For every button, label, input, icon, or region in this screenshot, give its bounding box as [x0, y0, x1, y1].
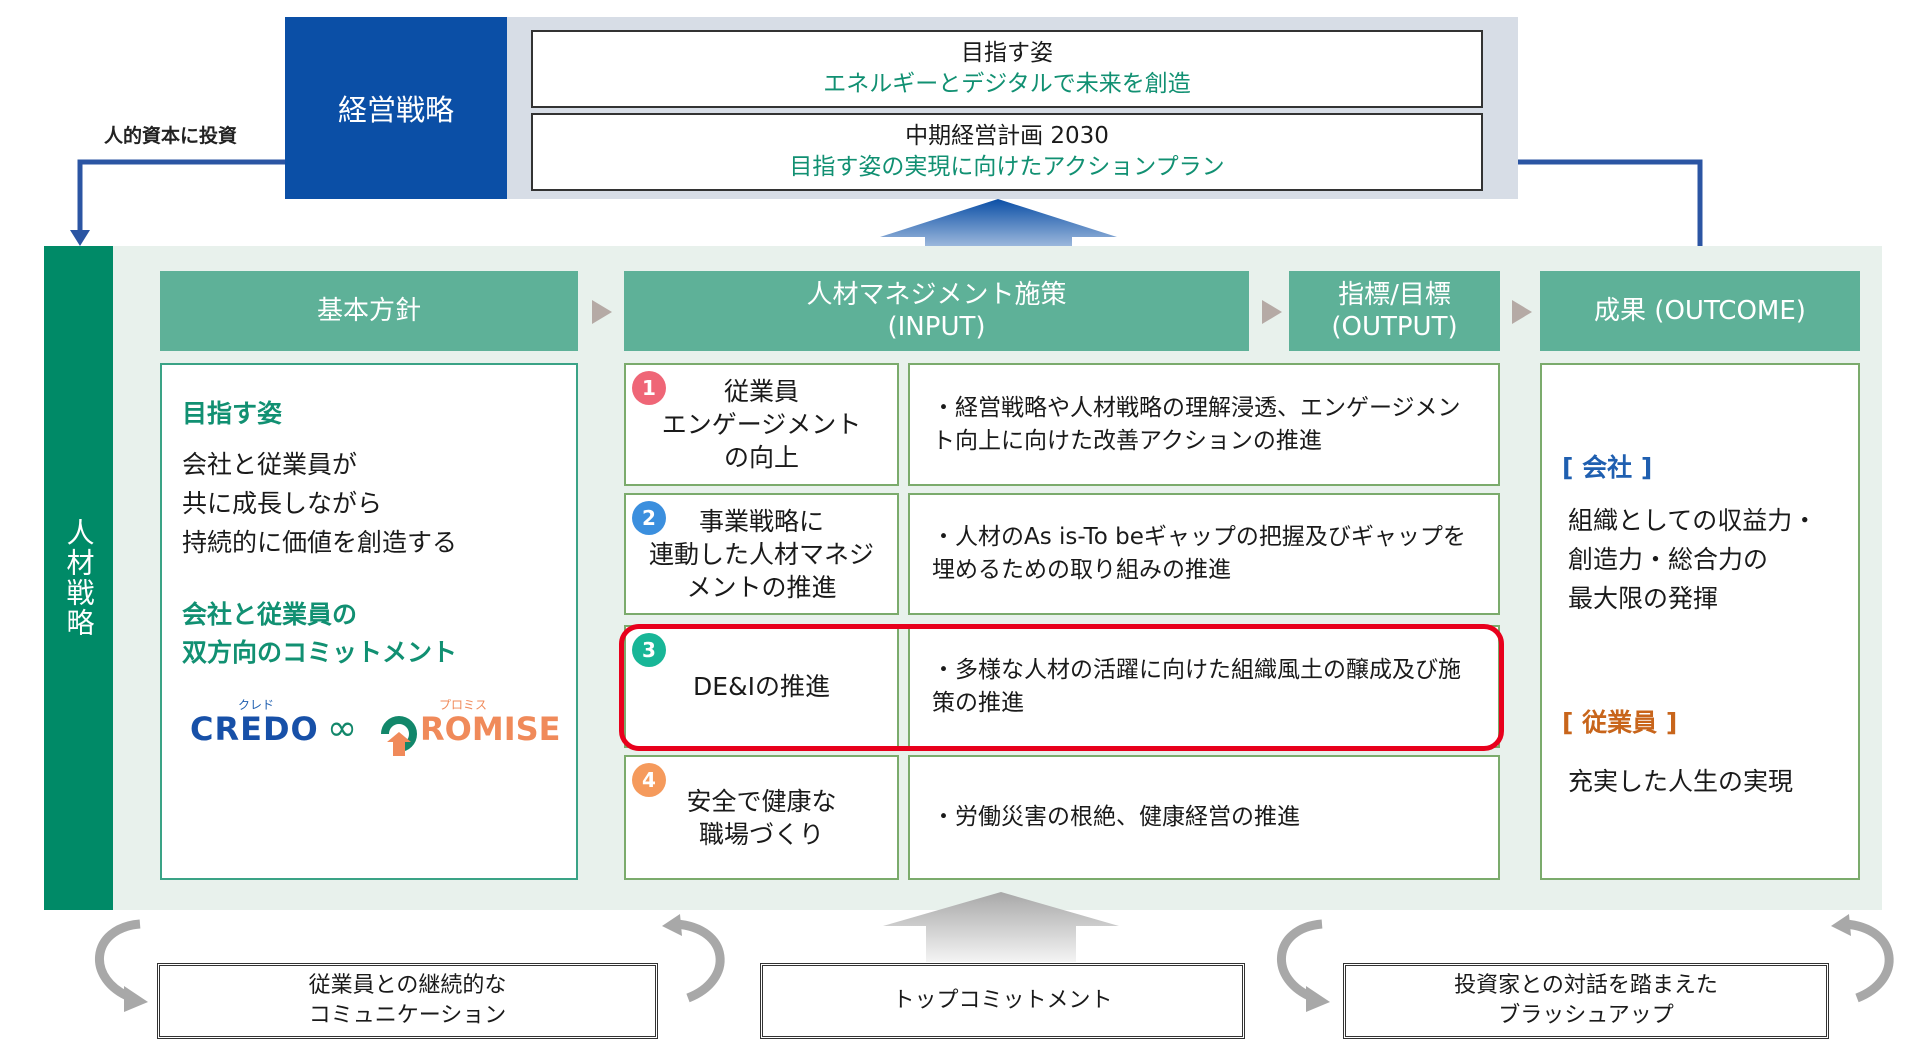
outcome-company-line: 組織としての収益力・: [1568, 506, 1818, 535]
investor-dialogue-box: 投資家との対話を踏まえた ブラッシュアップ: [1343, 963, 1829, 1039]
outcome-employee-label: [ 従業員 ]: [1562, 708, 1678, 737]
measure-text: メントの推進: [686, 572, 837, 602]
header-policy: 基本方針: [160, 271, 578, 351]
outcome-company-label: [ 会社 ]: [1562, 453, 1653, 482]
promise-p-icon: [381, 716, 417, 756]
measure-text: 従業員: [723, 377, 799, 406]
highlight-dei-row: [619, 624, 1504, 751]
arrow-right-icon: [1262, 300, 1282, 324]
vision-text: エネルギーとデジタルで未来を創造: [823, 71, 1191, 97]
cycle-arrow-icon: [1276, 919, 1323, 1003]
policy-box: 目指す姿 会社と従業員が 共に成長しながら 持続的に価値を創造する 会社と従業員…: [160, 363, 578, 880]
communication-text: 従業員との継続的な: [308, 973, 507, 998]
cycle-arrowhead-icon: [124, 986, 148, 1012]
policy-line: 共に成長しながら: [182, 489, 383, 518]
output-text: ・経営戦略や人材戦略の理解浸透、エンゲージメント向上に向けた改善アクションの推進: [932, 394, 1461, 454]
measure-output-4: ・労働災害の根絶、健康経営の推進: [908, 755, 1500, 880]
cycle-arrow-icon: [675, 919, 725, 1003]
measure-input-2: 2 事業戦略に 連動した人材マネジ メントの推進: [624, 493, 899, 615]
top-commitment-text: トップコミットメント: [892, 988, 1113, 1013]
header-policy-label: 基本方針: [316, 296, 421, 326]
cycle-arrowhead-icon: [1831, 914, 1851, 936]
header-outcome-label: 成果 (OUTCOME): [1594, 296, 1806, 326]
output-text: ・人材のAs is-To beギャップの把握及びギャップを埋めるための取り組みの…: [932, 524, 1466, 583]
arrow-right-icon: [592, 300, 612, 324]
invest-label: 人的資本に投資: [104, 125, 238, 147]
number-badge: 4: [632, 763, 666, 797]
top-commitment-up-arrow: [883, 892, 1119, 962]
measure-text: DE&Iの推進: [693, 672, 830, 701]
header-output: 指標/目標 (OUTPUT): [1289, 271, 1500, 351]
outcome-employee-text: 充実した人生の実現: [1568, 767, 1794, 796]
outcome-company-line: 最大限の発揮: [1568, 584, 1719, 613]
bottom-arrows: [94, 892, 1894, 1012]
policy-line: 持続的に価値を創造する: [182, 528, 458, 557]
cycle-arrow-icon: [1844, 919, 1894, 1003]
promise-logo-text: ROMISE: [420, 710, 561, 748]
header-output-sub: (OUTPUT): [1331, 312, 1458, 342]
plan-box: 中期経営計画 2030 目指す姿の実現に向けたアクションプラン: [531, 113, 1483, 191]
header-input-label: 人材マネジメント施策: [806, 280, 1067, 310]
plan-title: 中期経営計画 2030: [905, 123, 1109, 149]
investor-dialogue-text: ブラッシュアップ: [1498, 1003, 1674, 1028]
measure-input-4: 4 安全で健康な 職場づくり: [624, 755, 899, 880]
credo-logo-text: CREDO: [190, 710, 319, 748]
measure-output-1: ・経営戦略や人材戦略の理解浸透、エンゲージメント向上に向けた改善アクションの推進: [908, 363, 1500, 486]
cycle-arrow-icon: [94, 919, 141, 1003]
measure-text: の向上: [723, 443, 799, 472]
measure-text: 事業戦略に: [698, 506, 824, 536]
outcome-company-line: 創造力・総合力の: [1568, 545, 1769, 574]
measure-text: 職場づくり: [698, 819, 824, 849]
communication-text: コミュニケーション: [308, 1003, 507, 1028]
investor-dialogue-text: 投資家との対話を踏まえた: [1454, 973, 1718, 998]
measure-output-2: ・人材のAs is-To beギャップの把握及びギャップを埋めるための取り組みの…: [908, 493, 1500, 615]
credo-promise-logo: クレド CREDO ∞ プロミス ROMISE: [182, 696, 576, 776]
vision-box: 目指す姿 エネルギーとデジタルで未来を創造: [531, 30, 1483, 108]
communication-box: 従業員との継続的な コミュニケーション: [157, 963, 658, 1039]
outcome-feedback-line: [1518, 159, 1703, 271]
invest-arrow-head: [70, 230, 90, 246]
policy-line: 会社と従業員が: [182, 450, 358, 479]
cycle-arrowhead-icon: [1306, 986, 1330, 1012]
vision-title: 目指す姿: [961, 40, 1053, 66]
header-input-sub: (INPUT): [887, 312, 986, 342]
credo-ruby: クレド: [238, 698, 275, 712]
policy-heading-commitment: 双方向のコミットメント: [182, 638, 458, 667]
management-strategy-box: 経営戦略: [285, 17, 507, 199]
cycle-arrowhead-icon: [662, 914, 682, 936]
header-output-label: 指標/目標: [1338, 280, 1451, 310]
policy-heading-commitment: 会社と従業員の: [182, 600, 358, 629]
measure-text: 安全で健康な: [686, 786, 837, 816]
header-outcome: 成果 (OUTCOME): [1540, 271, 1860, 351]
number-badge: 2: [632, 501, 666, 535]
measure-text: 連動した人材マネジ: [648, 539, 874, 569]
number-badge: 1: [632, 371, 666, 405]
hr-strategy-side-label: 人材戦略: [44, 246, 113, 910]
outcome-box: [ 会社 ] 組織としての収益力・ 創造力・総合力の 最大限の発揮 [ 従業員 …: [1540, 363, 1860, 880]
output-text: ・労働災害の根絶、健康経営の推進: [932, 804, 1300, 830]
strategy-panel: 目指す姿 エネルギーとデジタルで未来を創造 中期経営計画 2030 目指す姿の実…: [507, 17, 1518, 199]
output-text: ・多様な人材の活躍に向けた組織風土の醸成及び施策の推進: [932, 656, 1461, 716]
promise-ruby: プロミス: [439, 698, 488, 712]
plan-text: 目指す姿の実現に向けたアクションプラン: [789, 154, 1225, 180]
strategy-label: 経営戦略: [337, 93, 454, 127]
top-commitment-box: トップコミットメント: [760, 963, 1245, 1039]
arrow-right-icon: [1512, 300, 1532, 324]
policy-heading-vision: 目指す姿: [182, 399, 283, 428]
invest-arrow-line: [77, 159, 285, 236]
measure-input-1: 1 従業員 エンゲージメント の向上: [624, 363, 899, 486]
measure-text: エンゲージメント: [661, 410, 862, 439]
header-input: 人材マネジメント施策 (INPUT): [624, 271, 1249, 351]
infinity-icon: ∞: [327, 708, 357, 749]
